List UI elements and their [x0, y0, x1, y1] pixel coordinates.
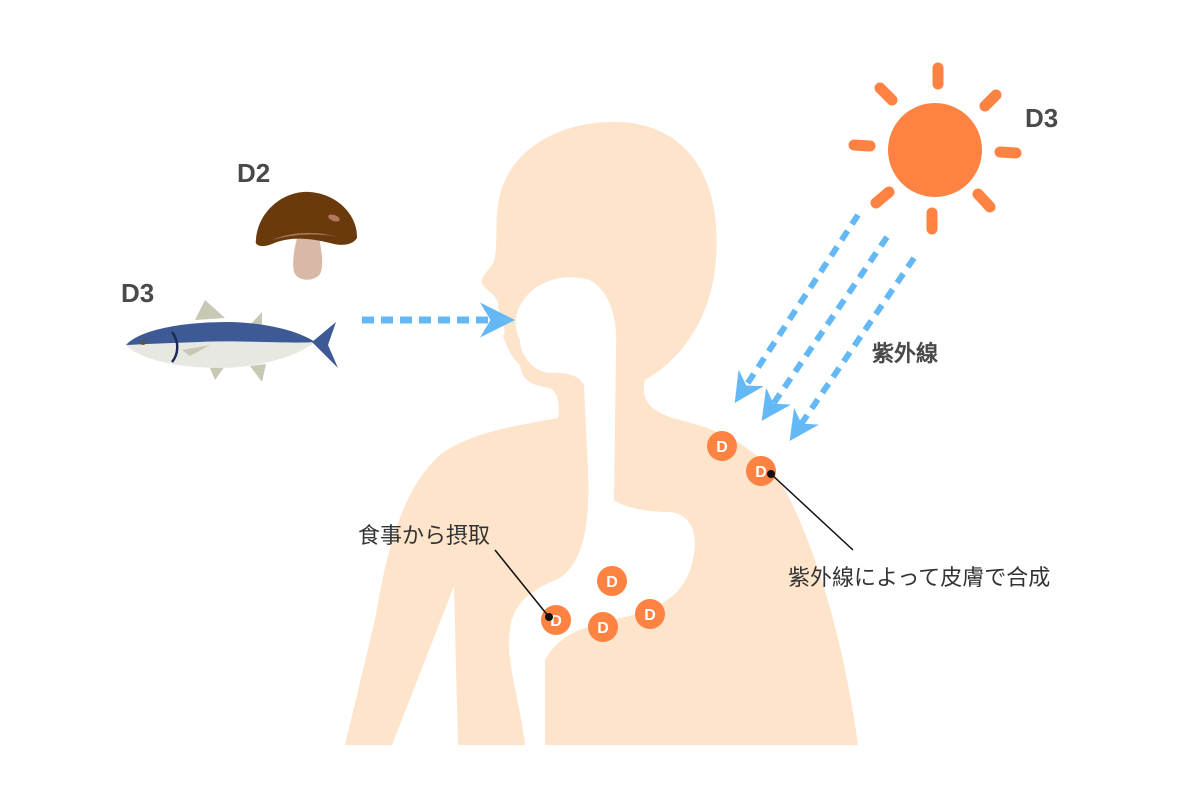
vitamin-d-marker	[635, 599, 665, 629]
mushroom-icon	[255, 191, 358, 280]
stomach-vitamin-markers: D D D D	[541, 566, 665, 642]
vitamin-d-marker	[597, 566, 627, 596]
vitamin-d-marker	[707, 431, 737, 461]
diet-intake-label: 食事から摂取	[358, 524, 491, 549]
uv-arrow-3	[789, 256, 917, 441]
leader-lines	[494, 470, 854, 621]
human-body-silhouette	[345, 121, 858, 746]
vitamin-d-marker	[541, 605, 571, 635]
diet-leader-line	[494, 549, 550, 618]
marker-text: D	[606, 574, 618, 591]
fish-vitamin-label: D3	[121, 278, 155, 308]
mushroom-vitamin-label: D2	[237, 158, 271, 188]
marker-text: D	[644, 607, 656, 624]
skin-vitamin-markers: D D	[707, 431, 776, 486]
skin-synthesis-label: 紫外線によって皮膚で合成	[788, 566, 1051, 591]
vitamin-d-marker	[588, 612, 618, 642]
fish-icon	[126, 300, 338, 382]
marker-text: D	[755, 464, 767, 481]
skin-leader-line	[770, 473, 854, 551]
uv-arrow-2	[761, 235, 890, 421]
marker-text: D	[597, 620, 609, 637]
marker-text: D	[716, 439, 728, 456]
marker-text: D	[550, 613, 562, 630]
sun-icon	[848, 62, 1022, 235]
sun-vitamin-label: D3	[1025, 103, 1059, 133]
uv-label: 紫外線	[872, 342, 939, 367]
vitamin-d-marker	[746, 456, 776, 486]
uv-arrows	[734, 213, 917, 441]
